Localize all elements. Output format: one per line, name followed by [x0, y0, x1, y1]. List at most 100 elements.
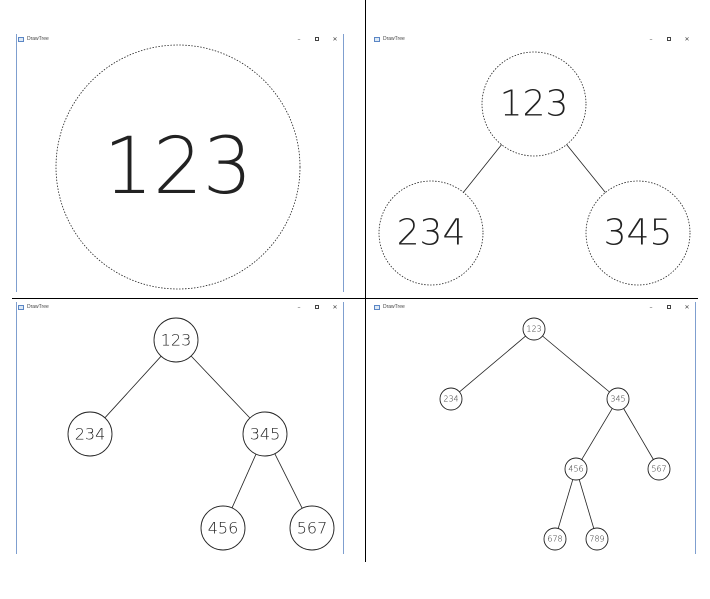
- minimize-icon[interactable]: –: [297, 303, 301, 311]
- window-app-icon: [374, 304, 380, 310]
- tree-node-345: 345: [606, 387, 630, 411]
- tree-node-circle: [543, 527, 567, 551]
- window-title: DrawTree: [383, 36, 405, 42]
- tree-node-circle: [55, 44, 301, 290]
- close-icon[interactable]: ✕: [332, 35, 338, 43]
- tree-edge-123-345: [566, 144, 606, 193]
- tree-node-circle: [67, 411, 113, 457]
- drawtree-window-3: DrawTree – ✕ 123 234 345 456 567: [16, 302, 344, 554]
- tree-node-label: 345: [610, 395, 625, 404]
- window-app-icon: [18, 304, 24, 310]
- tree-node-label: 345: [250, 425, 281, 444]
- window-left-edge: [16, 302, 17, 554]
- window-titlebar[interactable]: DrawTree: [372, 34, 696, 44]
- tree-edge-345-456: [231, 453, 257, 509]
- tree-node-label: 789: [589, 535, 604, 544]
- window-right-edge: [343, 34, 344, 292]
- tree-node-234: 234: [67, 411, 113, 457]
- tree-edge-123-345: [190, 355, 251, 419]
- tree-node-circle: [522, 317, 546, 341]
- tree-edge-456-789: [578, 479, 595, 529]
- window-app-icon: [374, 36, 380, 42]
- close-icon[interactable]: ✕: [684, 35, 690, 43]
- tree-edge-123-345: [542, 335, 610, 393]
- tree-node-circle: [200, 505, 246, 551]
- tree-edge-345-567: [274, 453, 303, 509]
- maximize-icon[interactable]: [308, 302, 326, 312]
- panel-divider-vertical: [365, 0, 366, 562]
- tree-node-label: 678: [547, 535, 562, 544]
- tree-node-circle: [439, 387, 463, 411]
- tree-node-label: 567: [297, 519, 328, 538]
- maximize-icon[interactable]: [660, 34, 678, 44]
- window-controls: – ✕: [642, 34, 696, 44]
- tree-edge-123-234: [104, 355, 162, 419]
- tree-node-234: 234: [378, 180, 484, 286]
- tree-node-123: 123: [153, 317, 199, 363]
- tree-node-circle: [481, 51, 587, 157]
- drawtree-window-2: DrawTree – ✕ 123 234 345: [372, 34, 696, 292]
- tree-node-234: 234: [439, 387, 463, 411]
- tree-node-label: 123: [526, 325, 541, 334]
- window-title: DrawTree: [27, 304, 49, 310]
- tree-node-label: 123: [161, 331, 192, 350]
- tree-edge-456-678: [557, 479, 574, 529]
- drawtree-window-4: DrawTree – ✕ 123 234 345 456 567 678 789: [372, 302, 696, 554]
- tree-node-567: 567: [289, 505, 335, 551]
- tree-node-label: 234: [75, 425, 106, 444]
- minimize-icon[interactable]: –: [649, 35, 653, 43]
- tree-edge-123-234: [459, 335, 526, 393]
- tree-node-circle: [378, 180, 484, 286]
- tree-node-123: 123: [55, 44, 301, 290]
- tree-node-123: 123: [522, 317, 546, 341]
- minimize-icon[interactable]: –: [649, 303, 653, 311]
- tree-node-label: 456: [568, 465, 583, 474]
- tree-node-123: 123: [481, 51, 587, 157]
- tree-node-circle: [585, 527, 609, 551]
- tree-node-345: 345: [242, 411, 288, 457]
- tree-node-circle: [242, 411, 288, 457]
- window-left-edge: [16, 34, 17, 292]
- tree-node-345: 345: [585, 180, 691, 286]
- tree-node-circle: [606, 387, 630, 411]
- tree-node-567: 567: [647, 457, 671, 481]
- tree-node-label: 567: [651, 465, 666, 474]
- tree-edge-123-234: [463, 144, 502, 193]
- tree-node-456: 456: [200, 505, 246, 551]
- window-title: DrawTree: [27, 36, 49, 42]
- tree-canvas-2: 123 234 345: [378, 51, 691, 286]
- window-title: DrawTree: [383, 304, 405, 310]
- minimize-icon[interactable]: –: [297, 35, 301, 43]
- maximize-icon[interactable]: [660, 302, 678, 312]
- tree-node-label: 234: [443, 395, 458, 404]
- tree-node-label: 123: [104, 122, 253, 212]
- window-titlebar[interactable]: DrawTree: [372, 302, 696, 312]
- window-app-icon: [18, 36, 24, 42]
- window-controls: – ✕: [290, 34, 344, 44]
- window-controls: – ✕: [642, 302, 696, 312]
- tree-node-label: 456: [208, 519, 239, 538]
- close-icon[interactable]: ✕: [684, 303, 690, 311]
- tree-node-circle: [564, 457, 588, 481]
- tree-node-circle: [585, 180, 691, 286]
- tree-edge-345-456: [581, 408, 613, 460]
- close-icon[interactable]: ✕: [332, 303, 338, 311]
- window-titlebar[interactable]: DrawTree: [16, 34, 344, 44]
- tree-node-label: 234: [397, 213, 466, 254]
- maximize-icon[interactable]: [308, 34, 326, 44]
- panel-divider-horizontal: [12, 298, 698, 299]
- tree-node-456: 456: [564, 457, 588, 481]
- tree-node-circle: [289, 505, 335, 551]
- tree-edge-345-567: [623, 408, 654, 460]
- tree-canvas-4: 123 234 345 456 567 678 789: [439, 317, 671, 551]
- tree-node-label: 123: [500, 84, 569, 125]
- window-right-edge: [343, 302, 344, 554]
- tree-node-label: 345: [604, 213, 673, 254]
- window-titlebar[interactable]: DrawTree: [16, 302, 344, 312]
- tree-node-789: 789: [585, 527, 609, 551]
- tree-canvas-3: 123 234 345 456 567: [67, 317, 335, 551]
- tree-node-678: 678: [543, 527, 567, 551]
- tree-node-circle: [153, 317, 199, 363]
- tree-canvas-1: 123: [55, 44, 301, 290]
- tree-node-circle: [647, 457, 671, 481]
